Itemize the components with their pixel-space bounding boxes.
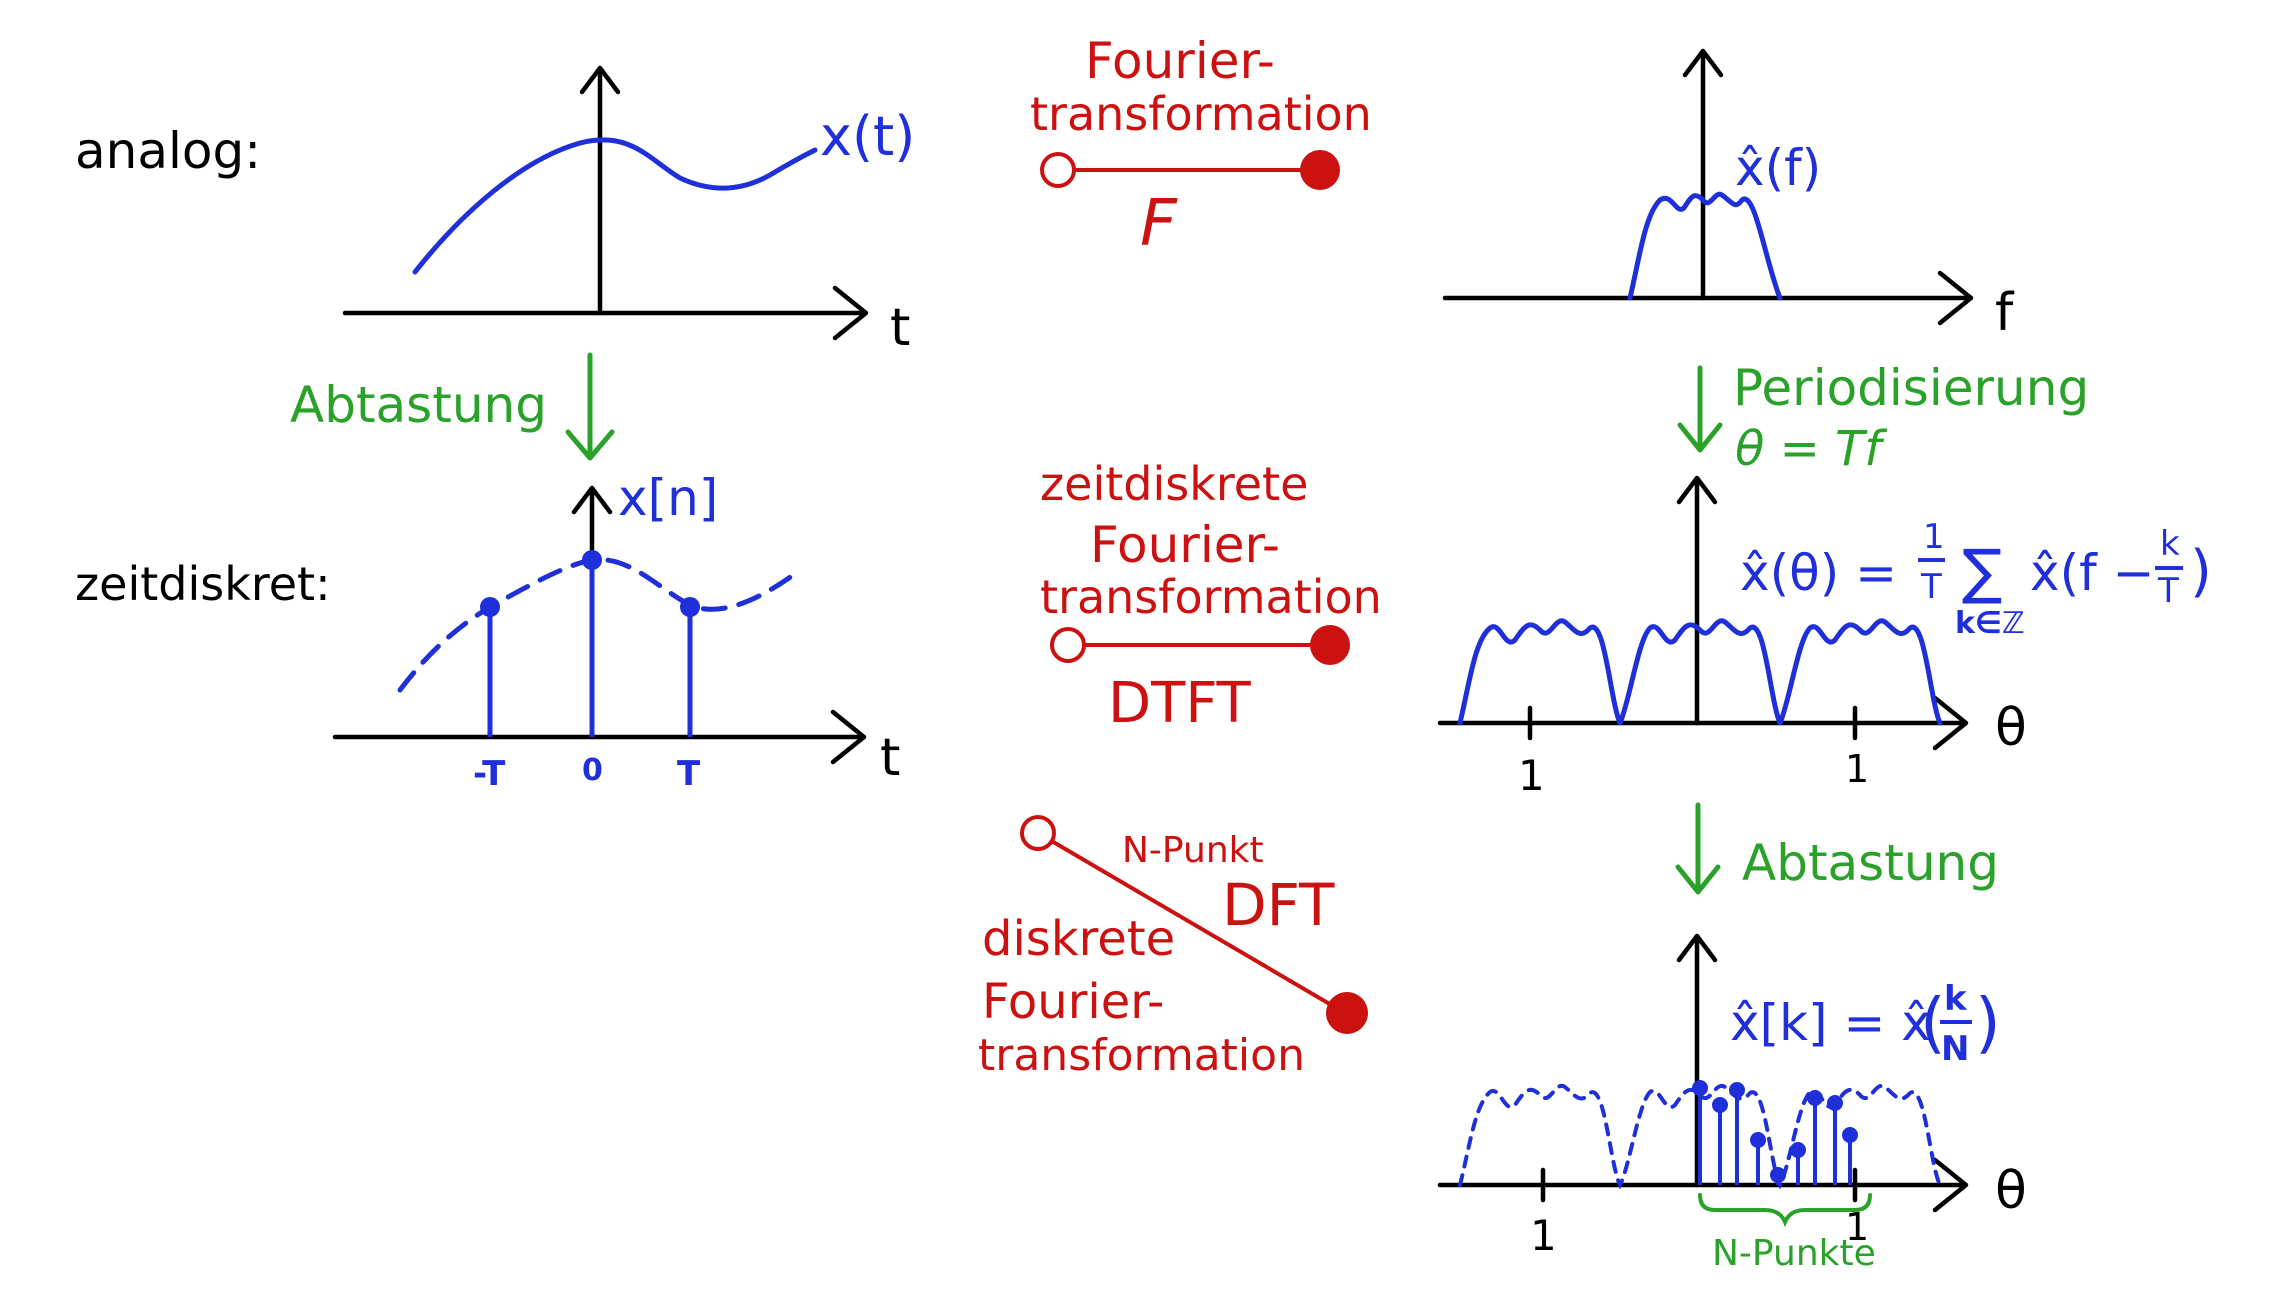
dft-filled-circle	[1326, 992, 1368, 1034]
analog-axis-label: t	[890, 298, 910, 358]
discrete-envelope	[397, 557, 803, 693]
dft-sample-point	[1827, 1095, 1843, 1111]
ft-label-line2: transformation	[1030, 87, 1372, 141]
dft-formula: x̂[k] = x̂ ( k N )	[1730, 979, 2001, 1069]
dft-tick-label-left: 1	[1530, 1211, 1557, 1260]
spectrum-plot	[1442, 48, 1974, 326]
dft-sample-point	[1750, 1132, 1766, 1148]
analog-plot	[342, 65, 869, 341]
sample-minus-T	[480, 597, 500, 617]
dft-npunkt: N-Punkt	[1122, 830, 1264, 871]
spectrum-axis-label: f	[1995, 283, 2015, 343]
dtft-periodic-curve	[1457, 618, 1943, 726]
discrete-y-arrowhead	[571, 485, 613, 515]
left-sampling-arrow	[565, 352, 615, 461]
dtft-theta-axis-label: θ	[1995, 698, 2027, 758]
right-sampling-label: Abtastung	[1742, 834, 1999, 892]
dtft-formula-kfrac-den: T	[2157, 571, 2179, 611]
dtft-y-arrowhead	[1676, 475, 1718, 505]
dft-theta-axis-label: θ	[1995, 1161, 2027, 1221]
dft-connector	[1020, 815, 1368, 1034]
dtft-tick-label-right: 1	[1845, 747, 1869, 791]
dft-sample-point	[1807, 1090, 1823, 1106]
dtft-formula-frac-den: T	[1920, 567, 1942, 607]
dft-plot	[1437, 933, 1969, 1213]
analog-label: analog:	[75, 122, 261, 180]
dtft-formula-sum: ∑	[1962, 537, 2002, 607]
dtft-abbr: DTFT	[1108, 671, 1252, 736]
dtft-formula: x̂(θ) = 1 T ∑ k∈ℤ x̂(f − k T )	[1740, 517, 2212, 641]
sample-T	[680, 597, 700, 617]
ft-connector	[1040, 150, 1340, 190]
ft-symbol: F	[1140, 187, 1178, 261]
dft-label-line3: transformation	[978, 1030, 1305, 1081]
dtft-formula-sub: k∈ℤ	[1955, 606, 2024, 641]
periodization-arrow	[1677, 365, 1723, 453]
discrete-plot	[332, 485, 867, 765]
npoints-brace	[1698, 1193, 1872, 1228]
dtft-formula-rhs: x̂(f −	[2030, 544, 2155, 602]
dtft-connector	[1050, 625, 1350, 665]
spectrum-x-arrowhead	[1937, 270, 1974, 326]
dft-open-circle	[1020, 815, 1056, 851]
tick-minus-T: -T	[473, 754, 506, 794]
discrete-axis-label: t	[880, 728, 900, 788]
npoints-label: N-Punkte	[1712, 1233, 1876, 1274]
discrete-label: zeitdiskret:	[75, 557, 331, 611]
dtft-formula-frac-num: 1	[1923, 517, 1945, 557]
dtft-filled-circle	[1310, 625, 1350, 665]
analog-curve	[412, 137, 818, 275]
dtft-plot	[1437, 475, 1969, 751]
dft-sample-point	[1790, 1142, 1806, 1158]
dtft-tick-label-left: 1	[1518, 751, 1545, 800]
analog-y-arrowhead	[579, 65, 621, 95]
dft-tick-label-right: 1	[1845, 1205, 1869, 1249]
dft-sample-point	[1842, 1127, 1858, 1143]
dtft-label-line2: Fourier-	[1090, 516, 1280, 574]
left-sampling-label: Abtastung	[290, 376, 547, 434]
discrete-signal-label: x[n]	[618, 469, 718, 527]
tick-0: 0	[582, 753, 603, 788]
dft-formula-den: N	[1941, 1029, 1969, 1069]
dft-sample-point	[1729, 1082, 1745, 1098]
dtft-formula-close: )	[2190, 539, 2212, 604]
dtft-label-line3: transformation	[1040, 570, 1382, 624]
dft-label-line2: Fourier-	[982, 974, 1164, 1030]
dft-label-line1: diskrete	[982, 911, 1175, 967]
discrete-x-arrowhead	[830, 709, 867, 765]
dft-y-arrowhead	[1676, 933, 1718, 963]
spectrum-y-arrowhead	[1682, 48, 1724, 78]
dft-formula-num: k	[1944, 979, 1968, 1019]
spectrum-label: x̂(f)	[1735, 139, 1821, 197]
periodization-eq: θ = Tf	[1735, 421, 1887, 477]
periodization-label: Periodisierung	[1733, 359, 2089, 417]
ft-label-line1: Fourier-	[1085, 32, 1275, 90]
right-sampling-arrow	[1675, 802, 1721, 895]
analog-signal-label: x(t)	[820, 105, 915, 168]
tick-T: T	[677, 754, 701, 794]
dft-formula-lhs: x̂[k] = x̂	[1730, 994, 1931, 1052]
dft-x-arrowhead	[1932, 1157, 1969, 1213]
dft-sample-point	[1712, 1097, 1728, 1113]
dtft-formula-kfrac-num: k	[2160, 524, 2180, 564]
ft-filled-circle	[1300, 150, 1340, 190]
analog-x-arrowhead	[832, 285, 869, 341]
dft-sample-point	[1692, 1080, 1708, 1096]
dft-abbr: DFT	[1222, 871, 1335, 939]
sample-0	[582, 550, 602, 570]
dft-periodic-envelope	[1458, 1083, 1942, 1190]
dft-sample-point	[1770, 1167, 1786, 1183]
dtft-x-arrowhead	[1932, 695, 1969, 751]
dtft-formula-lhs: x̂(θ) =	[1740, 544, 1897, 602]
dft-formula-close-paren: )	[1975, 984, 2001, 1061]
spectrum-curve	[1627, 191, 1783, 301]
dtft-label-line1: zeitdiskrete	[1040, 457, 1308, 511]
ft-open-circle	[1040, 152, 1076, 188]
dft-samples	[1692, 1080, 1858, 1185]
dtft-open-circle	[1050, 627, 1086, 663]
